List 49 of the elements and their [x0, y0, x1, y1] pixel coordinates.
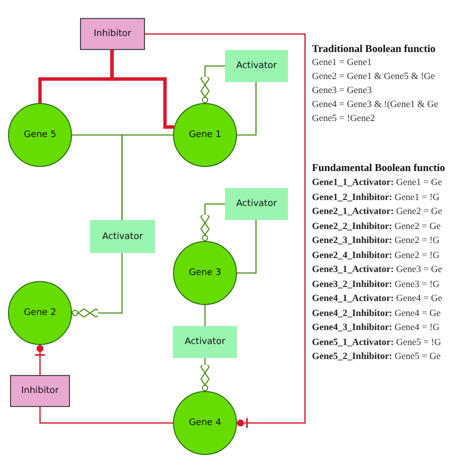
inhibition-connector: [145, 33, 306, 429]
node-label: Activator: [184, 337, 226, 347]
connector-line: [204, 305, 206, 326]
node-label: Gene 5: [24, 130, 56, 140]
node-label: Gene 4: [188, 418, 222, 428]
node-label: Gene 1: [188, 130, 222, 140]
activator-box: [225, 50, 288, 82]
inhibition-connector: [34, 344, 46, 375]
boolean-function: Gene3_1_Activator: Gene3 = Ge: [312, 265, 442, 275]
connector-line: [237, 220, 257, 274]
activator-box: [225, 188, 288, 220]
boolean-function: Gene3 = Gene3: [312, 86, 372, 96]
boolean-function: Gene2_3_Inhibitor: Gene2 = !G: [312, 236, 440, 246]
boolean-function: Gene4_1_Activator: Gene4 = Ge: [312, 294, 442, 304]
activator-box: [90, 220, 155, 253]
boolean-function: Gene4 = Gene3 & !(Gene1 & Ge: [312, 100, 438, 110]
activation-connector: [200, 203, 225, 242]
inhibitor-box: [80, 18, 145, 50]
boolean-function: Gene1 = Gene1: [312, 58, 372, 68]
node-label: Activator: [236, 199, 277, 209]
node-label: Inhibitor: [21, 386, 59, 396]
inhibitor-box: [10, 375, 70, 407]
boolean-function: Gene2_4_Inhibitor: Gene2 = !G: [312, 250, 440, 260]
connector-line: [121, 134, 173, 220]
boolean-function: Gene5 = !Gene2: [312, 114, 375, 124]
boolean-function: Gene1_1_Activator: Gene1 = Ge: [312, 178, 442, 188]
boolean-function: Gene2_1_Activator: Gene2 = Ge: [312, 207, 442, 217]
boolean-function: Gene5_1_Activator: Gene5 = !G: [312, 338, 442, 348]
node-label: Gene 3: [188, 268, 222, 278]
boolean-function: Gene4_2_Inhibitor: Gene4 = Ge: [312, 308, 441, 318]
boolean-function: Gene2_2_Inhibitor: Gene2 = Ge: [312, 222, 441, 232]
boolean-function: Gene4_3_Inhibitor: Gene4 = !G: [312, 323, 440, 333]
activation-connector: [200, 358, 210, 392]
boolean-function: Gene3_2_Inhibitor: Gene3 = !G: [312, 280, 440, 290]
section-heading: Fundamental Boolean functio: [312, 163, 446, 174]
node-label: Activator: [102, 232, 143, 242]
node-label: Gene 2: [24, 308, 56, 318]
activation-connector: [200, 65, 225, 104]
node-label: Activator: [236, 61, 277, 71]
boolean-function: Gene1_2_Inhibitor: Gene1 = !G: [312, 192, 440, 202]
connector-line: [39, 407, 173, 424]
section-heading: Traditional Boolean functio: [312, 44, 436, 55]
connector-line: [110, 50, 174, 129]
node-label: Inhibitor: [94, 29, 132, 39]
boolean-function: Gene2 = Gene1 & Gene5 & !Ge: [312, 72, 436, 82]
activation-connector: [72, 253, 123, 318]
activator-box: [173, 326, 237, 358]
boolean-function: Gene5_2_Inhibitor: Gene5 = Ge: [312, 352, 441, 362]
connector-line: [237, 82, 257, 136]
